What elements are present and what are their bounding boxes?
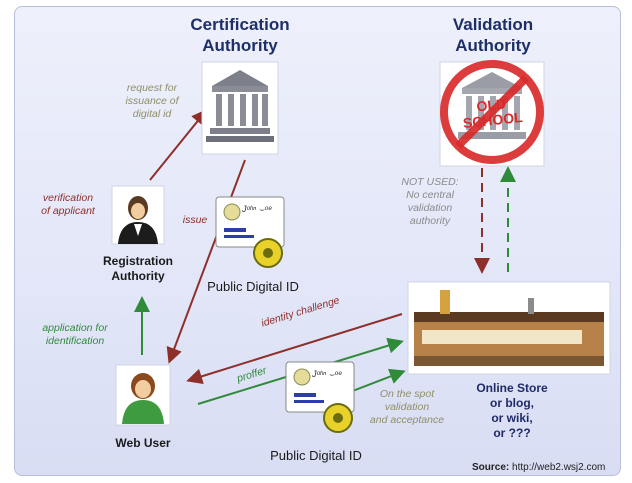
prohibition-icon	[440, 60, 544, 164]
id-card-top-signature: Jᵒʰⁿ ⌣ᵒᵉ	[242, 204, 272, 214]
id-card-bottom-signature: Jᵒʰⁿ ⌣ᵒᵉ	[312, 369, 342, 379]
note-verification-applicant: verification of applicant	[41, 192, 95, 217]
web-user-person-icon	[115, 364, 171, 426]
web-user-label: Web User	[115, 436, 171, 450]
note-application-identification: application for identification	[42, 322, 108, 347]
arrow-issue	[166, 159, 246, 364]
registration-authority-person-icon	[111, 185, 165, 245]
public-digital-id-bottom-icon	[285, 361, 355, 433]
certification-authority-building-icon	[201, 61, 279, 155]
public-digital-id-top-icon	[215, 196, 285, 268]
certification-authority-title: Certification Authority	[190, 15, 290, 55]
public-digital-id-top-label: Public Digital ID	[207, 279, 299, 294]
note-request-issuance: request for issuance of digital id	[125, 82, 179, 120]
arrow-request-issuance	[149, 108, 208, 181]
arrow-on-the-spot	[335, 368, 406, 404]
public-digital-id-bottom-label: Public Digital ID	[270, 448, 362, 463]
note-on-the-spot: On the spot validation and acceptance	[369, 388, 445, 426]
online-store-label: Online Store or blog, or wiki, or ???	[476, 381, 548, 440]
registration-authority-label: Registration Authority	[102, 254, 173, 283]
note-not-used: NOT USED: No central validation authorit…	[401, 176, 459, 227]
source-label: Source:	[472, 462, 510, 473]
validation-authority-title: Validation Authority	[452, 15, 534, 55]
source-url: http://web2.wsj2.com	[512, 462, 606, 473]
online-store-image	[407, 281, 611, 375]
source-credit: Source: http://web2.wsj2.com	[472, 462, 605, 473]
note-issue: issue	[182, 214, 208, 226]
arrow-identity-challenge	[186, 313, 403, 385]
